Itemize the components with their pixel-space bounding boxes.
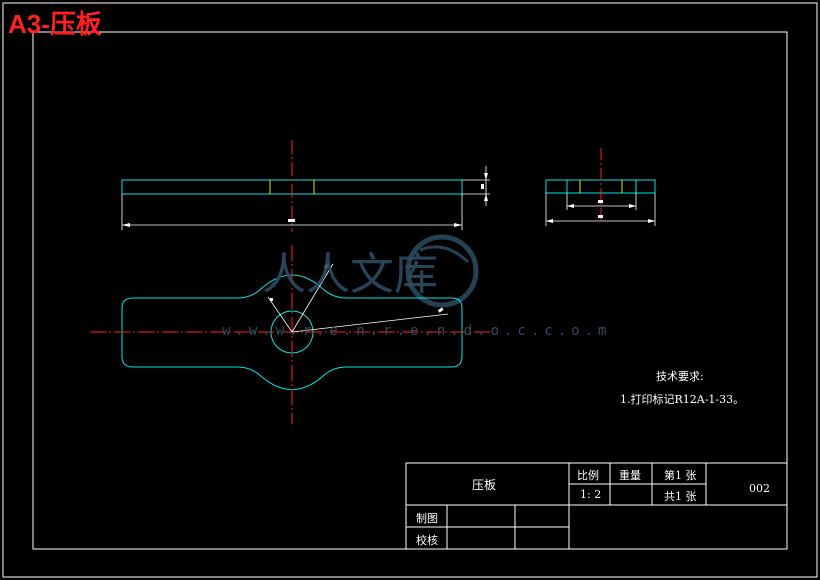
part-name: 压板 [472, 478, 497, 492]
radius-leader-upper [291, 263, 334, 333]
top-view [90, 245, 492, 424]
plate-outline [121, 274, 463, 390]
sheet-label: 第1 张 [664, 469, 697, 482]
tech-requirement-item-1: 1.打印标记R12A-1-33。 [620, 393, 745, 406]
watermark-url: w.w.w.r.e.n.r.e.n.d.o.c.c.o.m [222, 323, 612, 339]
drawing-title: A3-压板 [8, 9, 102, 39]
scale-value: 1: 2 [580, 488, 602, 501]
side-view [545, 148, 656, 226]
radius-leader-left [267, 296, 293, 333]
tech-requirements-heading: 技术要求: [656, 370, 704, 383]
title-block [405, 462, 788, 550]
checked-by-label: 校核 [416, 534, 438, 547]
total-sheets-label: 共1 张 [664, 490, 697, 503]
radius-leader-right [291, 313, 449, 333]
drawing-number: 002 [749, 482, 770, 495]
weight-label: 重量 [619, 469, 641, 482]
watermark-logo [405, 234, 479, 308]
front-view [121, 140, 490, 232]
scale-label: 比例 [577, 469, 599, 482]
drawn-by-label: 制图 [416, 512, 438, 525]
watermark-brand: 人人文库 [262, 249, 438, 300]
